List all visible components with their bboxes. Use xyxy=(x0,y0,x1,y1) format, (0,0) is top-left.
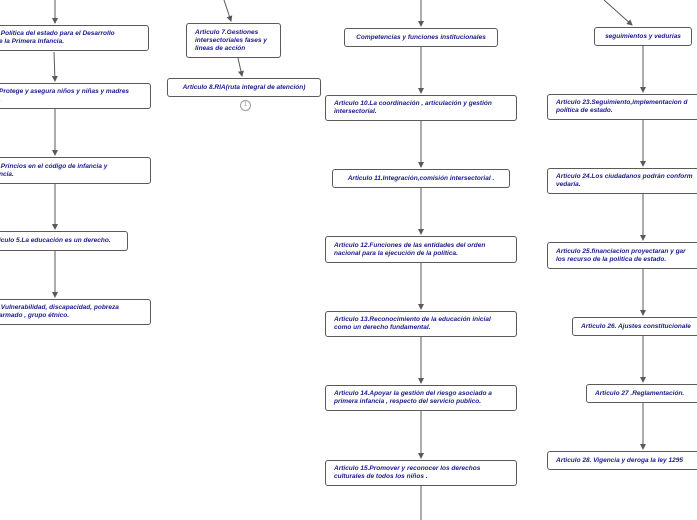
node-label: Articulo 12.Funciones de las entidades d… xyxy=(334,241,486,257)
node-label: Articulo 23.Seguimiento,implementacion d… xyxy=(556,99,688,114)
node-label: Competencias y funciones institucionales xyxy=(356,33,486,41)
node-articulo-7[interactable]: Articulo 7.Gestiones intersectoriales fa… xyxy=(186,23,281,58)
node-label: Articulo 25.financiacion proyectaran y g… xyxy=(556,247,686,263)
node-label: Protege y asegura niños y niñas y madres… xyxy=(0,88,130,103)
node-label: Articulo 7.Gestiones intersectoriales fa… xyxy=(195,28,267,52)
node-protege[interactable]: Protege y asegura niños y niñas y madres… xyxy=(0,83,151,109)
node-label: Articulo 13.Reconocimiento de la educaci… xyxy=(334,316,491,331)
connector xyxy=(237,57,244,77)
node-articulo-26[interactable]: Articulo 26. Ajustes constitucionale xyxy=(572,317,697,336)
node-competencias[interactable]: Competencias y funciones institucionales xyxy=(344,28,498,47)
node-label: ículo 5.La educación es un derecho. xyxy=(0,237,111,244)
node-politica[interactable]: .Política del estado para el Desarrollo … xyxy=(0,25,149,51)
node-articulo-28[interactable]: Articulo 28. Vigencia y deroga la ley 12… xyxy=(547,451,697,470)
node-label: Articulo 8.RIA(ruta integral de atención… xyxy=(182,83,306,91)
node-label: Articulo 26. Ajustes constitucionale xyxy=(581,322,691,330)
node-label: Articulo 27 .Reglamentación. xyxy=(595,389,685,397)
node-seguimientos[interactable]: seguimientos y vedurías xyxy=(594,27,692,46)
node-label: Articulo 28. Vigencia y deroga la ley 12… xyxy=(556,456,683,464)
node-label: Articulo 11.Integración,comisión interse… xyxy=(347,174,495,182)
node-label: Articulo 24.Los ciudadanos podrán confor… xyxy=(556,173,693,188)
node-articulo-23[interactable]: Articulo 23.Seguimiento,implementacion d… xyxy=(547,94,697,120)
node-label: Articulo 10.La coordinación , articulaci… xyxy=(334,100,492,115)
node-articulo-27[interactable]: Articulo 27 .Reglamentación. xyxy=(586,384,697,403)
node-label: seguimientos y vedurías xyxy=(605,32,681,40)
node-articulo-14[interactable]: Articulo 14.Apoyar la gestión del riesgo… xyxy=(325,385,517,411)
node-vulnerabilidad[interactable]: .Vulnerabilidad, discapacidad, pobreza a… xyxy=(0,299,151,325)
node-label: Articulo 15.Promover y reconocer los der… xyxy=(334,465,481,480)
connector xyxy=(223,0,233,22)
node-articulo-24[interactable]: Articulo 24.Los ciudadanos podrán confor… xyxy=(547,168,697,194)
attachment-count-badge[interactable]: 1 xyxy=(240,100,251,111)
node-label: .Princios en el código de infancia y nci… xyxy=(0,162,108,178)
node-articulo-15[interactable]: Articulo 15.Promover y reconocer los der… xyxy=(325,460,517,486)
node-articulo-25[interactable]: Articulo 25.financiacion proyectaran y g… xyxy=(547,242,697,269)
node-principios[interactable]: .Princios en el código de infancia y nci… xyxy=(0,157,151,184)
node-articulo-11[interactable]: Articulo 11.Integración,comisión interse… xyxy=(332,169,510,188)
node-articulo-8[interactable]: Articulo 8.RIA(ruta integral de atención… xyxy=(167,78,321,97)
node-label: .Política del estado para el Desarrollo … xyxy=(0,30,115,45)
node-articulo-10[interactable]: Articulo 10.La coordinación , articulaci… xyxy=(325,95,517,121)
connector xyxy=(51,51,58,82)
node-articulo-12[interactable]: Articulo 12.Funciones de las entidades d… xyxy=(325,236,517,263)
node-label: Articulo 14.Apoyar la gestión del riesgo… xyxy=(334,390,492,405)
node-articulo-13[interactable]: Articulo 13.Reconocimiento de la educaci… xyxy=(325,311,517,337)
node-label: .Vulnerabilidad, discapacidad, pobreza a… xyxy=(0,304,119,319)
node-articulo-5[interactable]: ículo 5.La educación es un derecho. xyxy=(0,231,128,251)
connector xyxy=(603,0,633,26)
